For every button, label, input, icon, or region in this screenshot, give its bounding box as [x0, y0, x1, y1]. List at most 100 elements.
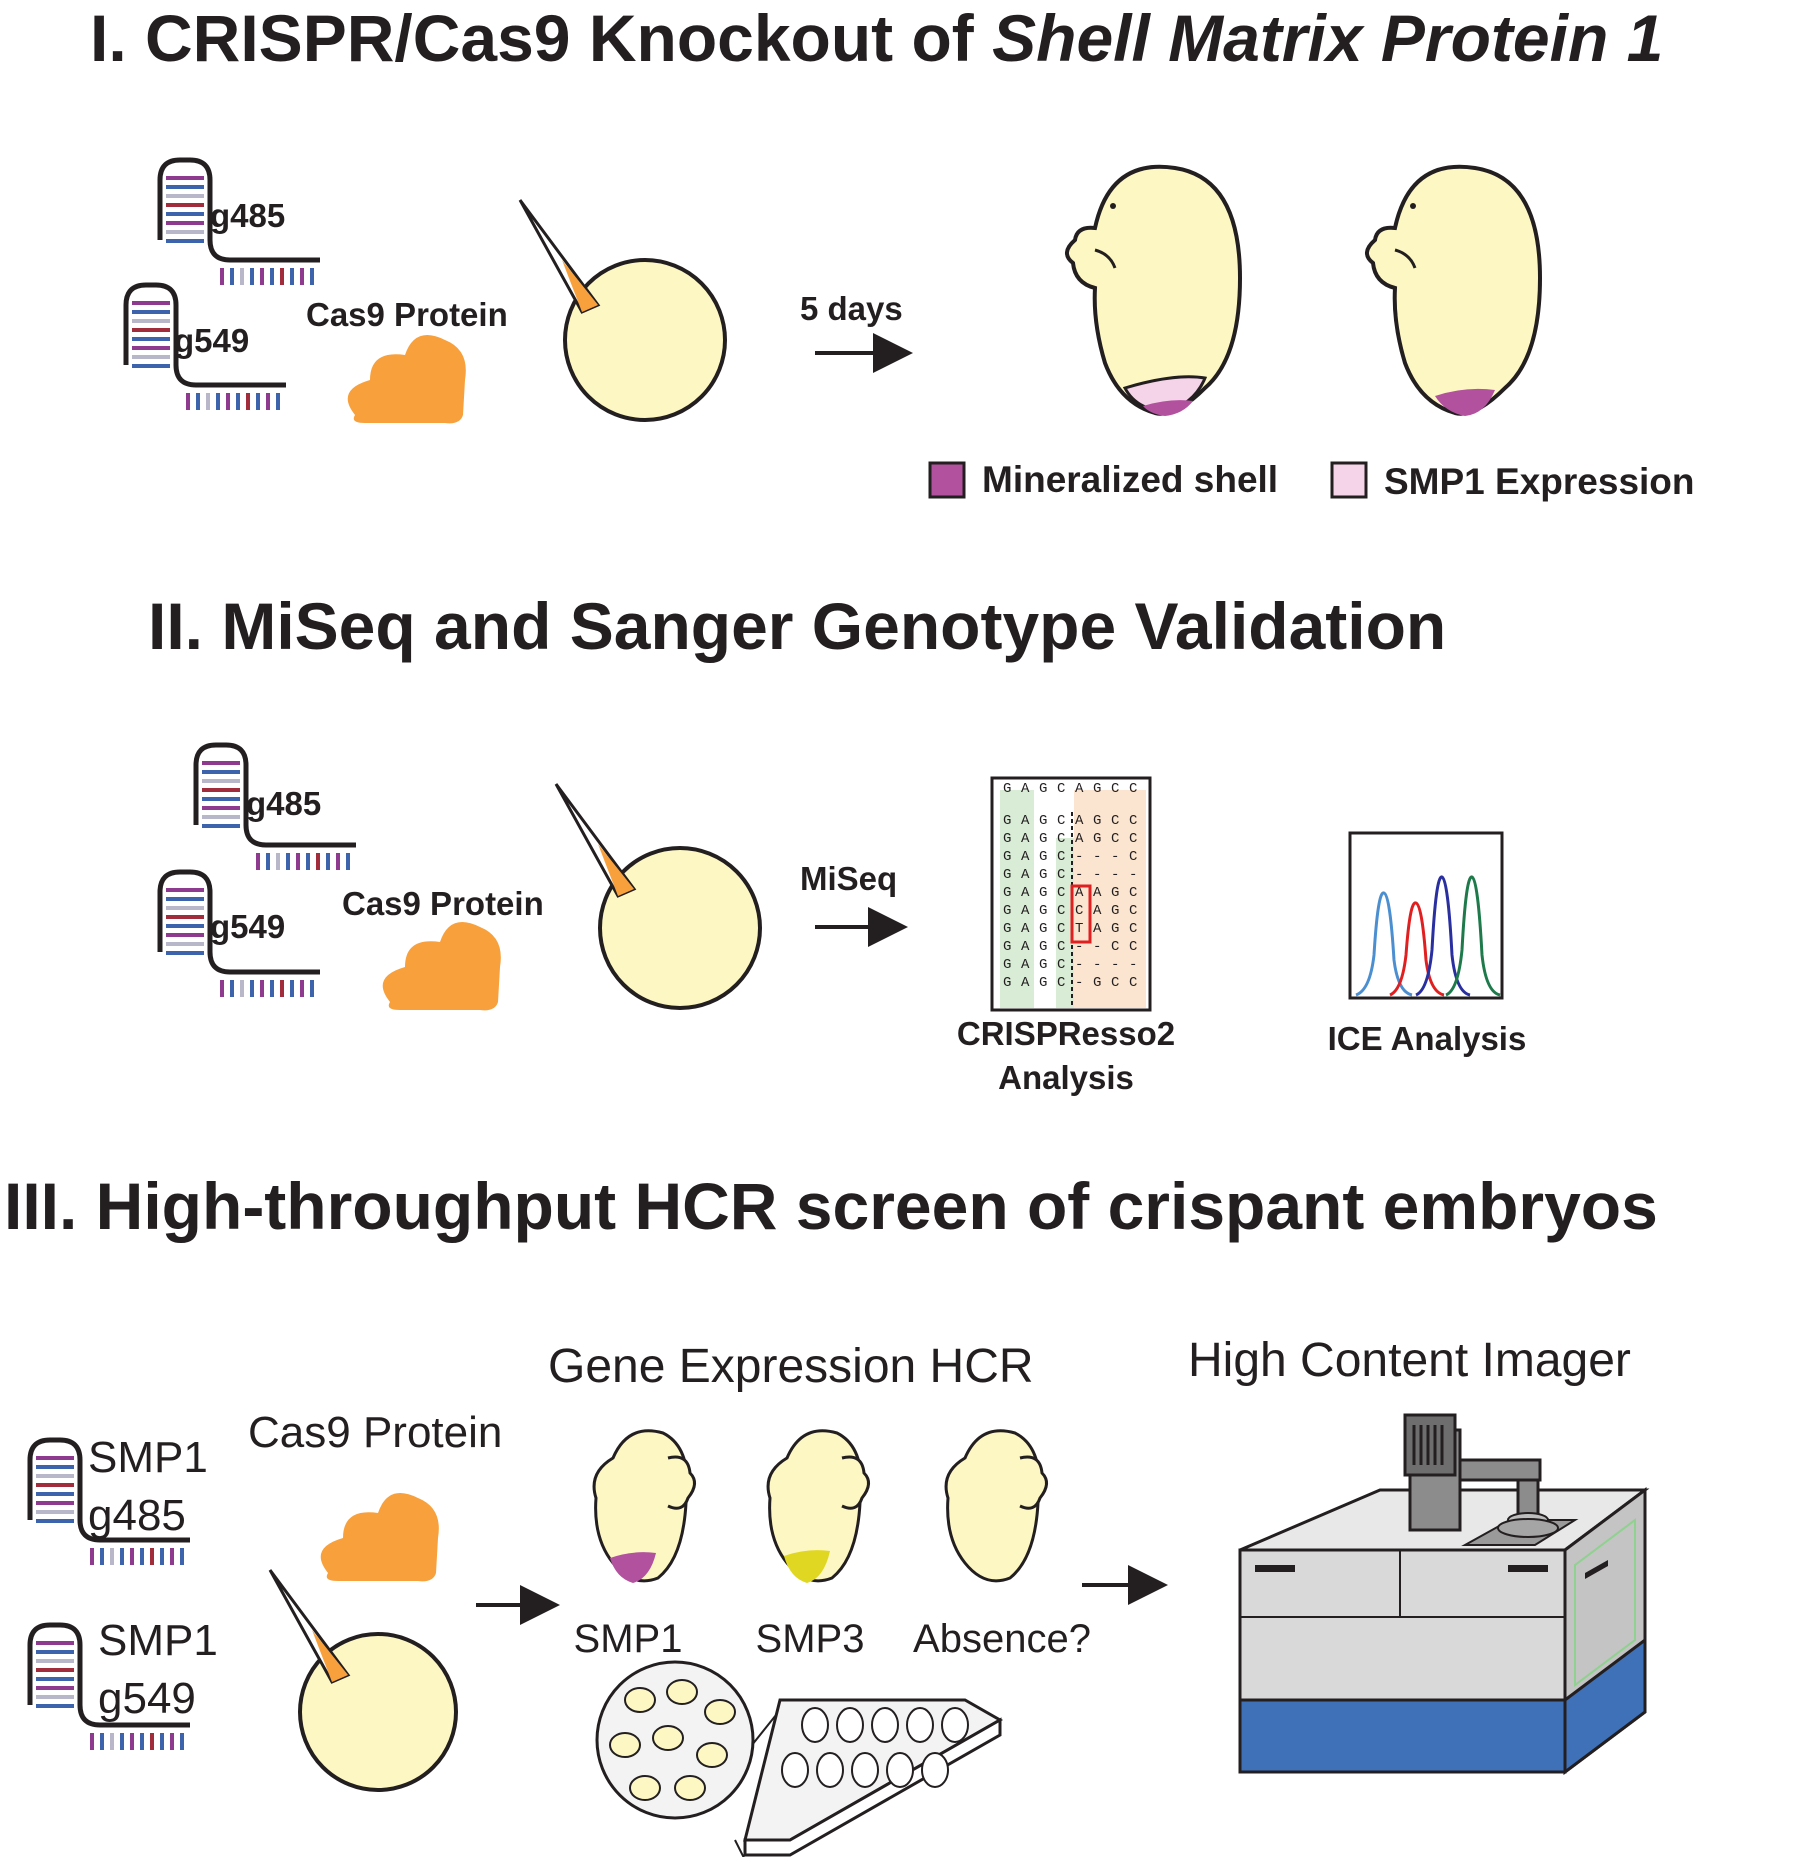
- alignment-base: -: [1075, 957, 1083, 973]
- alignment-base: G: [1039, 831, 1047, 847]
- zygote-circle: [563, 258, 727, 422]
- alignment-base: G: [1003, 957, 1011, 973]
- alignment-base: T: [1075, 921, 1083, 937]
- section-one: g485 g549 Cas9 Protein 5 days Mineralize…: [126, 160, 1695, 502]
- alignment-base: A: [1021, 903, 1030, 919]
- ice-analysis-label: ICE Analysis: [1328, 1020, 1527, 1057]
- imager-label: High Content Imager: [1188, 1334, 1631, 1387]
- alignment-base: A: [1021, 957, 1030, 973]
- cas9-protein-icon: [382, 922, 501, 1011]
- alignment-base: A: [1021, 781, 1030, 797]
- alignment-base: G: [1003, 867, 1011, 883]
- alignment-base: -: [1129, 957, 1137, 973]
- alignment-base: G: [1111, 921, 1119, 937]
- alignment-base: A: [1093, 885, 1102, 901]
- alignment-base: G: [1039, 813, 1047, 829]
- alignment-base: G: [1039, 885, 1047, 901]
- crispresso-label-line1: CRISPResso2: [957, 1015, 1175, 1052]
- alignment-base: G: [1003, 975, 1011, 991]
- section-one-title-prefix: I. CRISPR/Cas9 Knockout of: [90, 1, 993, 75]
- embryo-label-smp3: SMP3: [756, 1617, 865, 1661]
- alignment-base: C: [1129, 939, 1137, 955]
- alignment-base: A: [1021, 867, 1030, 883]
- ice-chromatogram: [1348, 831, 1504, 1000]
- alignment-base: G: [1003, 939, 1011, 955]
- cas9-label: Cas9 Protein: [342, 885, 544, 922]
- guide-b-line2: g549: [98, 1674, 196, 1723]
- cas9-label: Cas9 Protein: [306, 296, 508, 333]
- alignment-base: C: [1057, 921, 1065, 937]
- alignment-base: G: [1003, 885, 1011, 901]
- guide-label-g549: g549: [210, 908, 285, 945]
- section-two-title: II. MiSeq and Sanger Genotype Validation: [148, 589, 1447, 663]
- alignment-base: A: [1021, 939, 1030, 955]
- alignment-base: C: [1129, 849, 1137, 865]
- embryo-with-expression: [1065, 164, 1243, 416]
- cas9-label: Cas9 Protein: [248, 1408, 502, 1457]
- alignment-base: A: [1075, 781, 1084, 797]
- alignment-base: C: [1057, 867, 1065, 883]
- alignment-base: C: [1057, 939, 1065, 955]
- alignment-base: A: [1075, 831, 1084, 847]
- alignment-base: G: [1003, 903, 1011, 919]
- alignment-base: -: [1093, 849, 1101, 865]
- alignment-base: A: [1021, 885, 1030, 901]
- embryo-label-smp1: SMP1: [574, 1617, 683, 1661]
- embryo-smp1: [592, 1429, 697, 1583]
- alignment-base: G: [1039, 849, 1047, 865]
- legend-swatch-mineralized: [928, 461, 966, 499]
- alignment-base: -: [1075, 867, 1083, 883]
- crispresso-label-line2: Analysis: [998, 1059, 1134, 1096]
- alignment-base: G: [1039, 975, 1047, 991]
- injection-needle-icon: [268, 1568, 350, 1684]
- alignment-base: G: [1039, 921, 1047, 937]
- alignment-base: G: [1093, 781, 1101, 797]
- alignment-base: G: [1039, 867, 1047, 883]
- alignment-base: G: [1003, 921, 1011, 937]
- section-three-title: III. High-throughput HCR screen of crisp…: [4, 1169, 1658, 1243]
- injection-needle-icon: [554, 782, 636, 898]
- injection-needle-icon: [518, 198, 600, 314]
- alignment-base: G: [1039, 781, 1047, 797]
- alignment-base: C: [1111, 939, 1119, 955]
- alignment-base: A: [1075, 885, 1084, 901]
- alignment-base: C: [1129, 975, 1137, 991]
- alignment-base: A: [1093, 921, 1102, 937]
- embryo-label-absence: Absence?: [913, 1617, 1091, 1661]
- legend-label-mineralized: Mineralized shell: [982, 459, 1278, 500]
- section-three: SMP1 g485 SMP1 g549 Cas9 Protein Gene Ex…: [30, 1334, 1650, 1857]
- embryo-absence: [944, 1429, 1049, 1583]
- alignment-base: C: [1057, 849, 1065, 865]
- guide-label-g485: g485: [246, 785, 321, 822]
- alignment-base: A: [1021, 975, 1030, 991]
- alignment-base: C: [1129, 781, 1137, 797]
- section-one-title: I. CRISPR/Cas9 Knockout of Shell Matrix …: [90, 0, 1663, 76]
- alignment-base: -: [1111, 867, 1119, 883]
- alignment-base: G: [1003, 849, 1011, 865]
- alignment-base: C: [1111, 813, 1119, 829]
- alignment-base: G: [1093, 813, 1101, 829]
- legend-swatch-expression: [1330, 461, 1368, 499]
- alignment-base: G: [1003, 781, 1011, 797]
- arrow-label-5-days: 5 days: [800, 290, 903, 327]
- alignment-base: C: [1129, 921, 1137, 937]
- alignment-base: G: [1003, 831, 1011, 847]
- alignment-base: G: [1039, 939, 1047, 955]
- alignment-base: C: [1129, 813, 1137, 829]
- alignment-base: C: [1057, 885, 1065, 901]
- cas9-protein-icon: [347, 335, 466, 424]
- alignment-base: -: [1075, 849, 1083, 865]
- alignment-base: C: [1057, 813, 1065, 829]
- alignment-base: A: [1075, 813, 1084, 829]
- hcr-label: Gene Expression HCR: [548, 1340, 1034, 1393]
- high-content-imager-icon: [1238, 1413, 1650, 1775]
- alignment-base: -: [1111, 957, 1119, 973]
- alignment-base: A: [1021, 849, 1030, 865]
- alignment-base: C: [1111, 781, 1119, 797]
- well-plate-icon: [595, 1660, 1004, 1857]
- alignment-base: -: [1075, 975, 1083, 991]
- alignment-base: G: [1093, 831, 1101, 847]
